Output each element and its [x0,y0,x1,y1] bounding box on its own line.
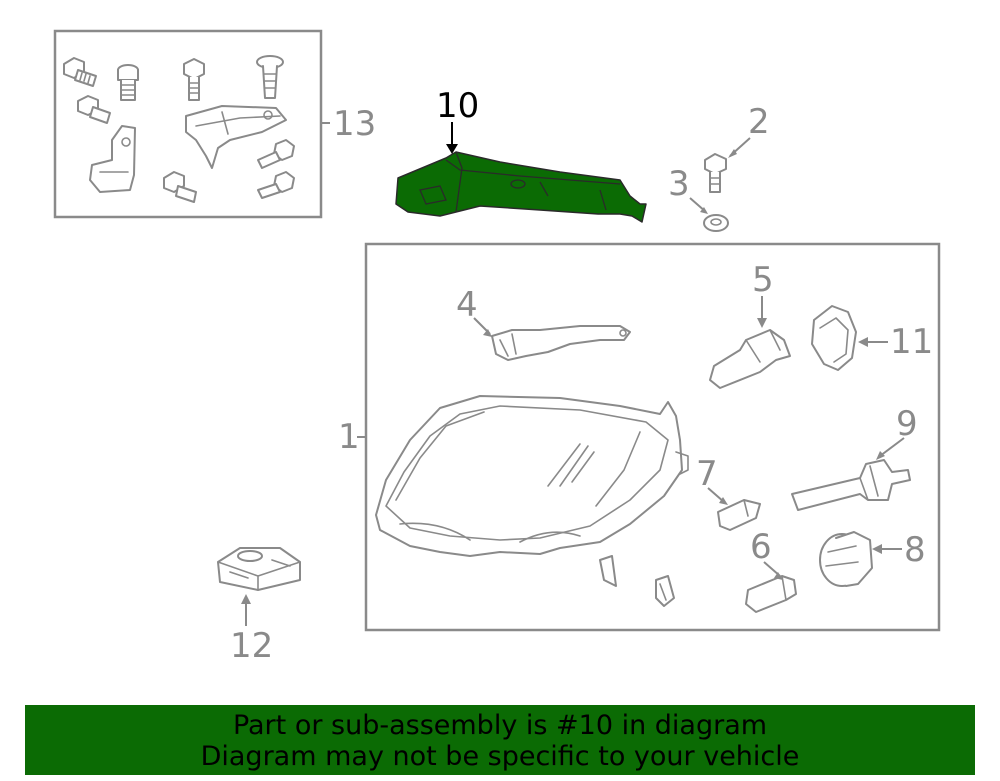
bulb-part-7[interactable] [717,499,761,531]
callout-6[interactable]: 6 [750,527,772,567]
callout-9[interactable]: 9 [896,404,918,444]
bulb-part-5[interactable] [709,329,791,389]
callout-7[interactable]: 7 [696,454,718,494]
wiring-harness-part-4[interactable] [491,325,631,361]
callout-12[interactable]: 12 [230,626,273,666]
callout-3[interactable]: 3 [668,164,690,204]
retaining-ring-part-11[interactable] [811,305,857,371]
bolt-icon [257,171,295,199]
parts-diagram: 13 [53,29,941,666]
bolt-icon [183,58,205,101]
bracket-icon [89,125,136,193]
callout-4[interactable]: 4 [456,285,478,325]
callout-8[interactable]: 8 [904,530,926,570]
info-banner: Part or sub-assembly is #10 in diagram D… [25,705,975,775]
clip-icon [655,575,675,607]
stud-icon [117,64,139,101]
bolt-icon [77,95,111,124]
highlighted-part-10[interactable] [395,151,647,223]
callout-13[interactable]: 13 [333,104,376,144]
socket-part-8[interactable] [819,531,873,587]
bolt-icon [163,171,197,203]
hardware-kit-parts [63,55,295,203]
callout-2[interactable]: 2 [748,102,770,142]
bulb-part-6[interactable] [745,575,797,613]
headlamp-housing[interactable] [375,395,689,587]
banner-line-2: Diagram may not be specific to your vehi… [200,741,800,772]
callout-1[interactable]: 1 [338,417,360,457]
bolt-icon [63,57,97,87]
banner-line-1: Part or sub-assembly is #10 in diagram [232,710,768,741]
bolt-part-2[interactable] [704,153,727,193]
callout-10[interactable]: 10 [436,86,479,126]
bolt-icon [257,139,295,169]
callout-11[interactable]: 11 [890,322,933,362]
control-module-part-12[interactable] [217,547,301,591]
mount-bracket-icon [185,105,287,169]
washer-part-3[interactable] [703,214,729,232]
bulb-part-9[interactable] [791,459,911,511]
callout-5[interactable]: 5 [752,260,774,300]
screw-icon [256,55,284,99]
